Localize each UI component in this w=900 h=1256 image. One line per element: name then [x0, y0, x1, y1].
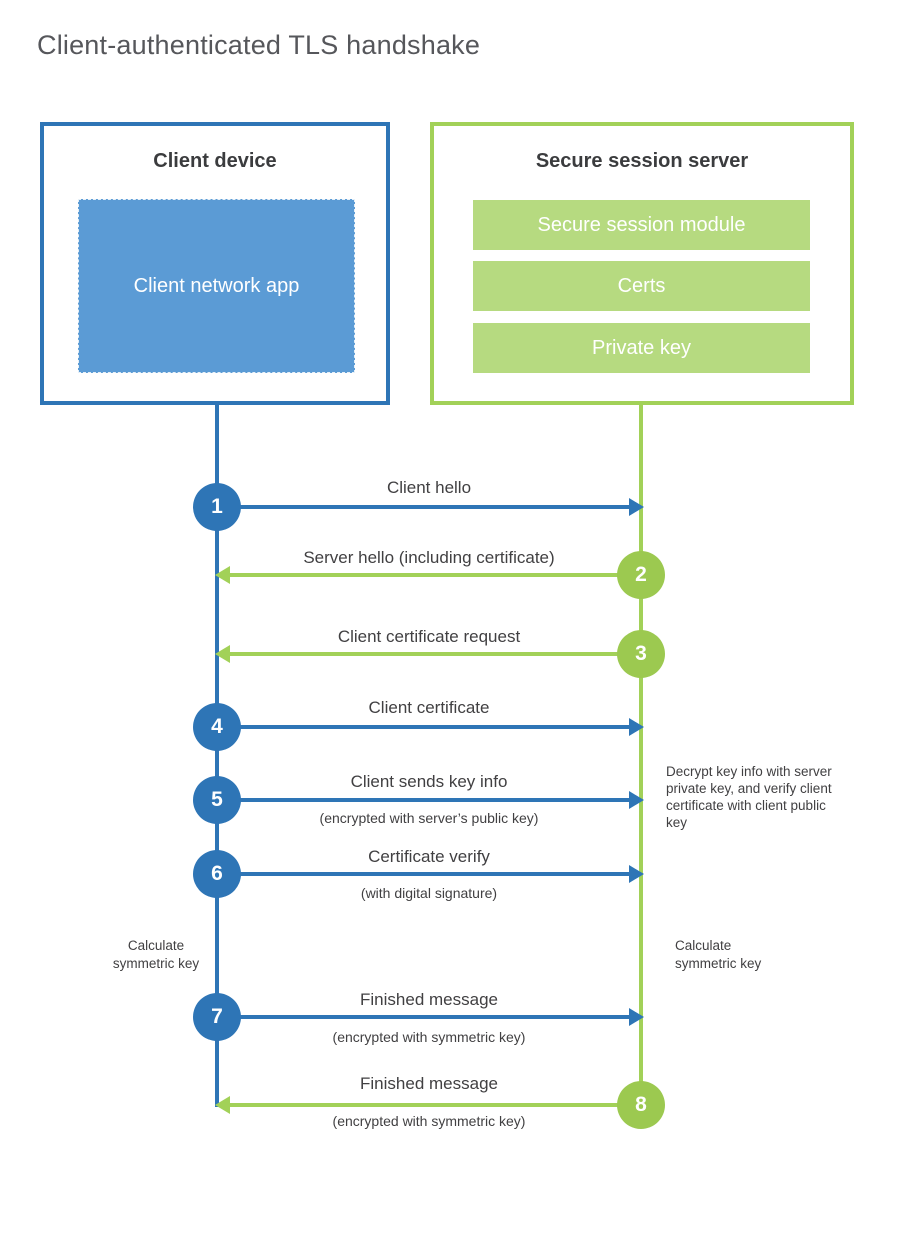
message-arrow-line [219, 725, 629, 729]
page-title: Client-authenticated TLS handshake [37, 30, 481, 60]
step-circle-1: 1 [193, 483, 241, 531]
message-arrow-line [229, 652, 641, 656]
message-arrow-line [229, 1103, 641, 1107]
client-network-app-rect: Client network app [78, 199, 355, 373]
secure-session-server-title: Secure session server [535, 150, 749, 172]
client-device-title: Client device [153, 150, 277, 172]
server-decrypt-note: Decrypt key info with server private key… [666, 764, 832, 830]
arrow-left-icon [215, 1096, 230, 1114]
server-module-certs: Certs [473, 261, 810, 311]
step-circle-8: 8 [617, 1081, 665, 1129]
message-sublabel: (encrypted with server’s public key) [319, 810, 539, 826]
message-sublabel: (with digital signature) [360, 885, 498, 901]
message-label: Client certificate request [337, 627, 521, 646]
step-circle-4: 4 [193, 703, 241, 751]
message-label: Server hello (including certificate) [303, 548, 555, 567]
message-label: Client certificate [368, 698, 490, 717]
server-module-secure-session: Secure session module [473, 200, 810, 250]
step-circle-5: 5 [193, 776, 241, 824]
step-circle-2: 2 [617, 551, 665, 599]
server-module-private-key: Private key [473, 323, 810, 373]
message-arrow-line [219, 872, 629, 876]
message-label: Certificate verify [368, 847, 490, 866]
message-label: Finished message [360, 990, 498, 1009]
arrow-right-icon [629, 865, 644, 883]
step-circle-3: 3 [617, 630, 665, 678]
message-sublabel: (encrypted with symmetric key) [332, 1113, 526, 1129]
client-calculate-key-note: Calculate symmetric key [112, 938, 200, 971]
message-label: Client sends key info [350, 772, 508, 791]
server-lifeline [639, 405, 643, 1127]
message-label: Finished message [360, 1074, 498, 1093]
message-arrow-line [229, 573, 641, 577]
arrow-right-icon [629, 718, 644, 736]
message-arrow-line [219, 798, 629, 802]
message-sublabel: (encrypted with symmetric key) [332, 1029, 526, 1045]
client-network-app-label: Client network app [133, 275, 300, 297]
arrow-left-icon [215, 645, 230, 663]
arrow-left-icon [215, 566, 230, 584]
message-arrow-line [219, 505, 629, 509]
client-lifeline [215, 405, 219, 1107]
message-label: Client hello [386, 478, 472, 497]
server-calculate-key-note: Calculate symmetric key [675, 938, 762, 971]
arrow-right-icon [629, 791, 644, 809]
step-circle-6: 6 [193, 850, 241, 898]
step-circle-7: 7 [193, 993, 241, 1041]
arrow-right-icon [629, 1008, 644, 1026]
arrow-right-icon [629, 498, 644, 516]
message-arrow-line [219, 1015, 629, 1019]
